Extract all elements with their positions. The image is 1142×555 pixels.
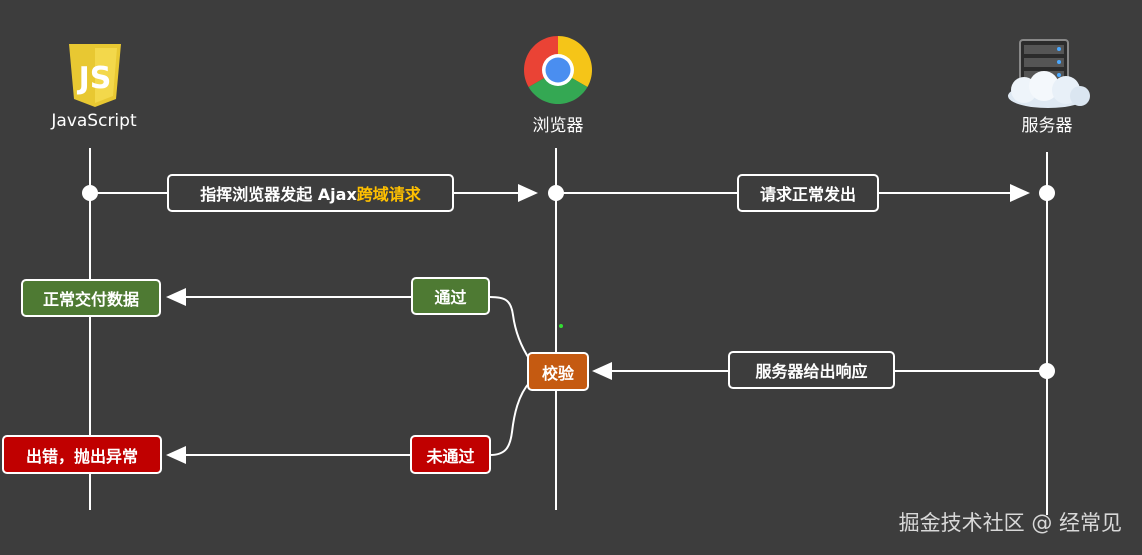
actor-server-label: 服务器 [1021,116,1073,136]
pass-box: 通过 [411,277,490,315]
dot-browser-request [548,185,564,201]
arrowhead-error [166,446,186,464]
dot-server-request [1039,185,1055,201]
deliver-box: 正常交付数据 [21,279,161,317]
arrowhead-deliver [166,288,186,306]
chrome-logo-icon [524,36,592,104]
watermark: 掘金技术社区 @ 经常见 [898,511,1122,535]
request-message-box: 指挥浏览器发起 Ajax 跨域请求 [167,174,454,212]
arrowhead-request [518,184,538,202]
fail-box: 未通过 [410,435,491,474]
response-message-box: 服务器给出响应 [728,351,895,389]
dot-marker [559,324,563,328]
error-text: 出错，抛出异常 [25,446,138,466]
actor-browser-label: 浏览器 [532,116,584,136]
dot-server-response [1039,363,1055,379]
svg-text:JS: JS [77,61,112,96]
dot-js-request [82,185,98,201]
js-logo-icon: JS [69,44,121,107]
server-cloud-icon [1008,39,1090,108]
forward-message-text: 请求正常发出 [759,185,856,204]
response-message-text: 服务器给出响应 [755,362,868,381]
forward-message-box: 请求正常发出 [737,174,879,212]
check-box: 校验 [527,352,589,391]
request-message-text: 指挥浏览器发起 Ajax [200,185,357,204]
arrowhead-response [592,362,612,380]
deliver-text: 正常交付数据 [42,290,139,309]
pass-text: 通过 [434,288,467,307]
request-message-highlight: 跨域请求 [356,185,421,204]
connector-pass [489,296,531,361]
arrowhead-forward [1010,184,1030,202]
check-text: 校验 [541,363,574,383]
error-box: 出错，抛出异常 [2,435,162,474]
connector-fail [489,381,531,456]
actor-javascript-label: JavaScript [51,111,137,131]
fail-text: 未通过 [426,446,475,466]
